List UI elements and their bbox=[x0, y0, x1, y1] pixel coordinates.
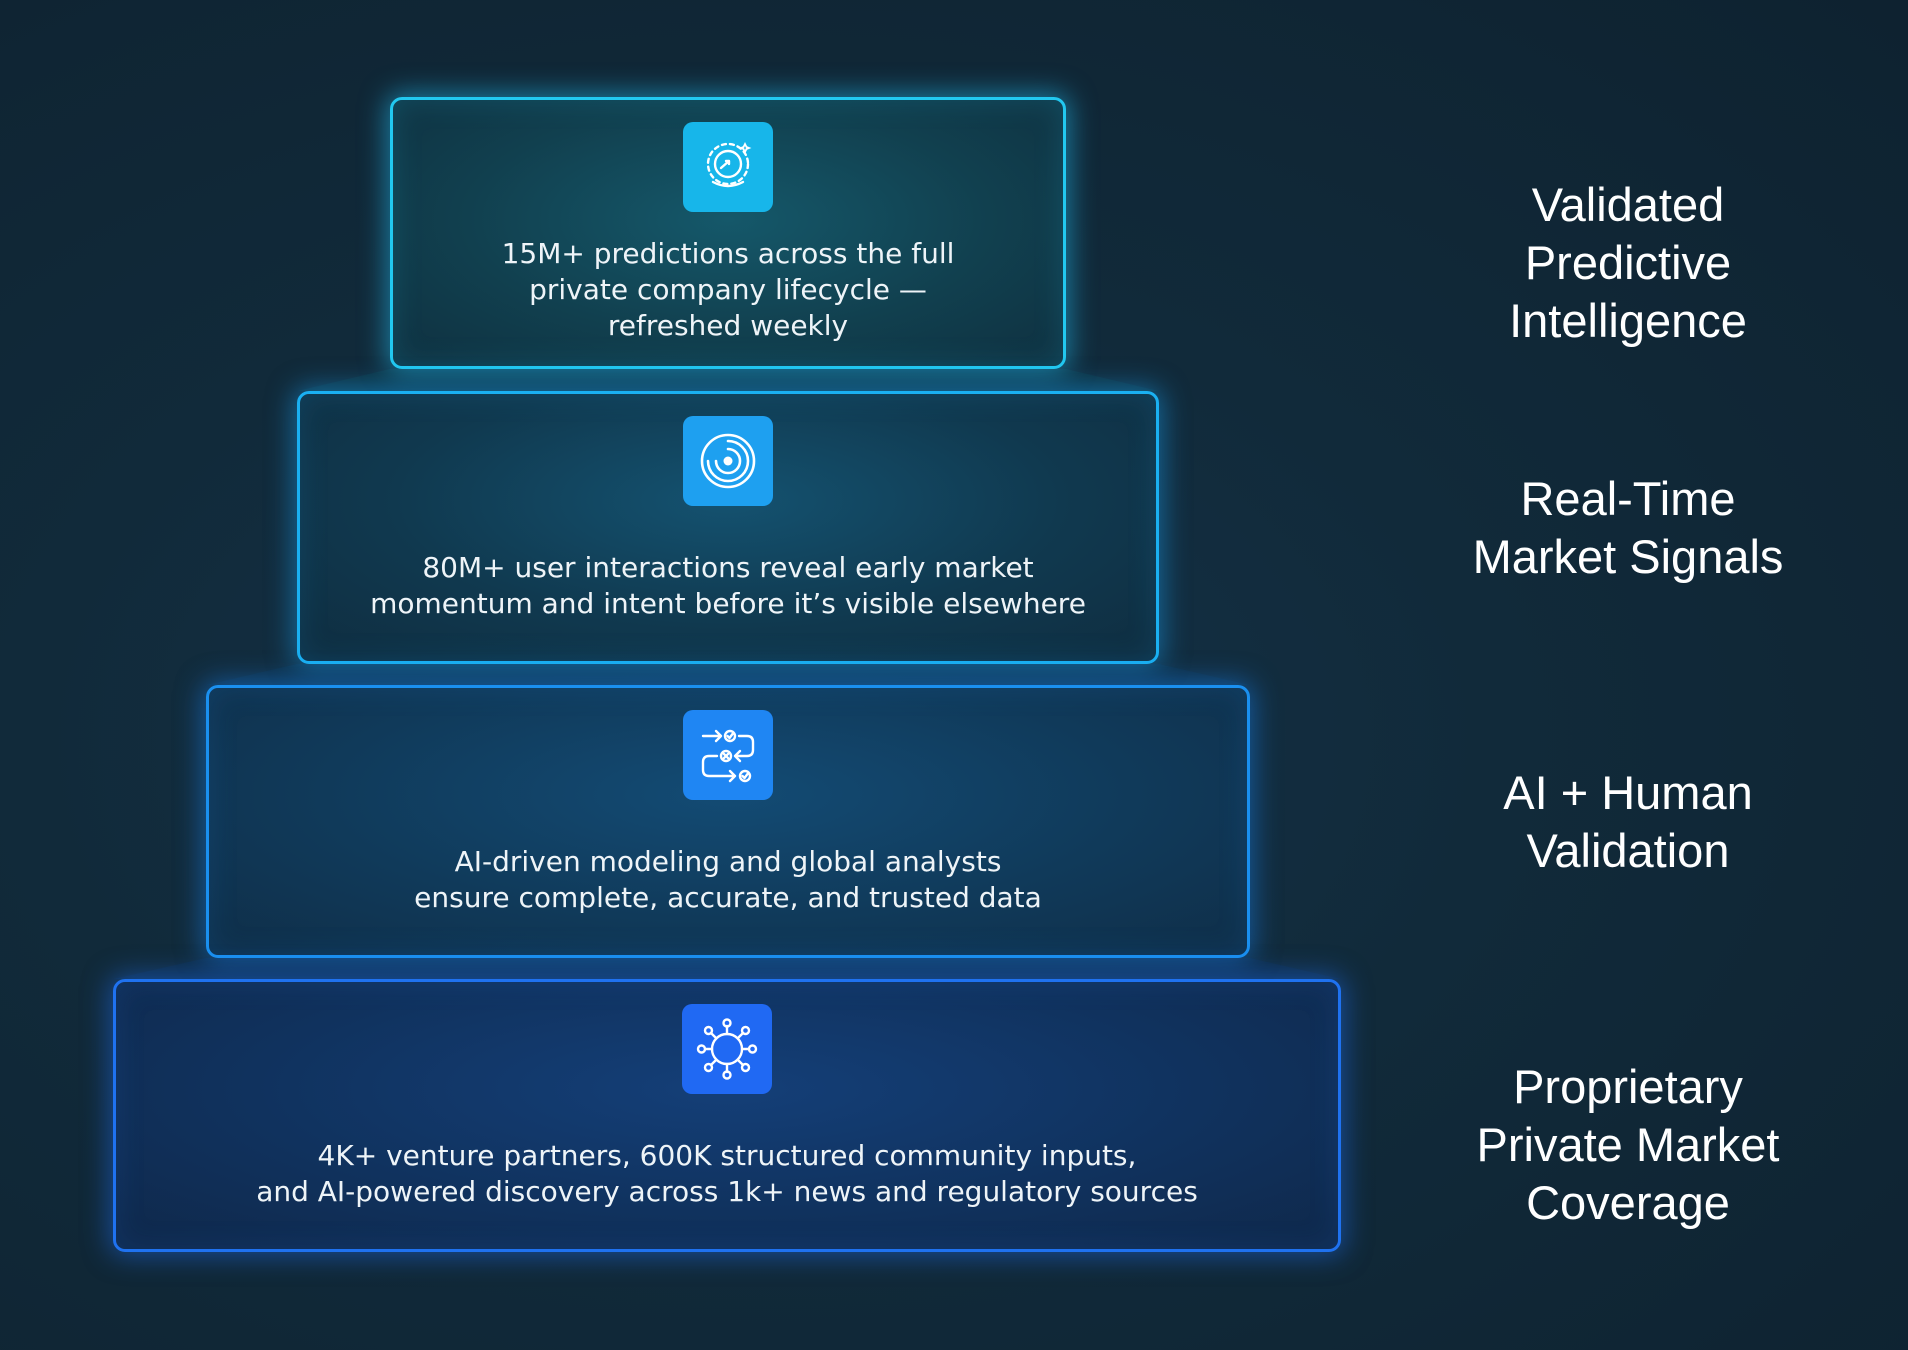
tier-title-predictive-intelligence: Validated Predictive Intelligence bbox=[1408, 176, 1848, 350]
step-join-1 bbox=[297, 369, 1159, 391]
description-line: 15M+ predictions across the full bbox=[501, 237, 955, 270]
tier-description: 80M+ user interactions reveal early mark… bbox=[320, 550, 1136, 622]
title-line: Real-Time bbox=[1520, 472, 1736, 525]
network-hub-icon bbox=[682, 1004, 772, 1094]
title-line: Private Market bbox=[1476, 1118, 1780, 1171]
title-line: Predictive bbox=[1524, 236, 1732, 289]
tier-title-ai-human-validation: AI + Human Validation bbox=[1408, 764, 1848, 880]
tier-private-market-coverage: 4K+ venture partners, 600K structured co… bbox=[113, 979, 1341, 1252]
title-line: Market Signals bbox=[1472, 530, 1784, 583]
step-join-2 bbox=[206, 664, 1250, 685]
description-line: and AI-powered discovery across 1k+ news… bbox=[256, 1175, 1198, 1208]
step-join-3 bbox=[113, 958, 1341, 979]
description-line: private company lifecycle — bbox=[529, 273, 927, 306]
tier-predictive-intelligence: 15M+ predictions across the full private… bbox=[390, 97, 1066, 369]
title-line: Validated bbox=[1531, 178, 1725, 231]
title-line: Proprietary bbox=[1513, 1060, 1743, 1113]
description-line: ensure complete, accurate, and trusted d… bbox=[414, 881, 1042, 914]
tier-ai-human-validation: AI-driven modeling and global analysts e… bbox=[206, 685, 1250, 958]
description-line: momentum and intent before it’s visible … bbox=[370, 587, 1086, 620]
title-line: Coverage bbox=[1526, 1176, 1730, 1229]
description-line: refreshed weekly bbox=[607, 309, 849, 342]
crystal-ball-icon bbox=[683, 122, 773, 212]
tier-title-private-market-coverage: Proprietary Private Market Coverage bbox=[1408, 1058, 1848, 1232]
description-line: 4K+ venture partners, 600K structured co… bbox=[317, 1139, 1137, 1172]
radar-target-icon bbox=[683, 416, 773, 506]
workflow-validation-icon bbox=[683, 710, 773, 800]
tier-market-signals: 80M+ user interactions reveal early mark… bbox=[297, 391, 1159, 664]
title-line: AI + Human bbox=[1503, 766, 1753, 819]
title-line: Intelligence bbox=[1509, 294, 1747, 347]
tier-title-market-signals: Real-Time Market Signals bbox=[1408, 470, 1848, 586]
tier-description: AI-driven modeling and global analysts e… bbox=[229, 844, 1227, 916]
title-line: Validation bbox=[1526, 824, 1730, 877]
tier-description: 15M+ predictions across the full private… bbox=[413, 236, 1043, 344]
description-line: 80M+ user interactions reveal early mark… bbox=[422, 551, 1034, 584]
tier-description: 4K+ venture partners, 600K structured co… bbox=[136, 1138, 1318, 1210]
description-line: AI-driven modeling and global analysts bbox=[454, 845, 1002, 878]
